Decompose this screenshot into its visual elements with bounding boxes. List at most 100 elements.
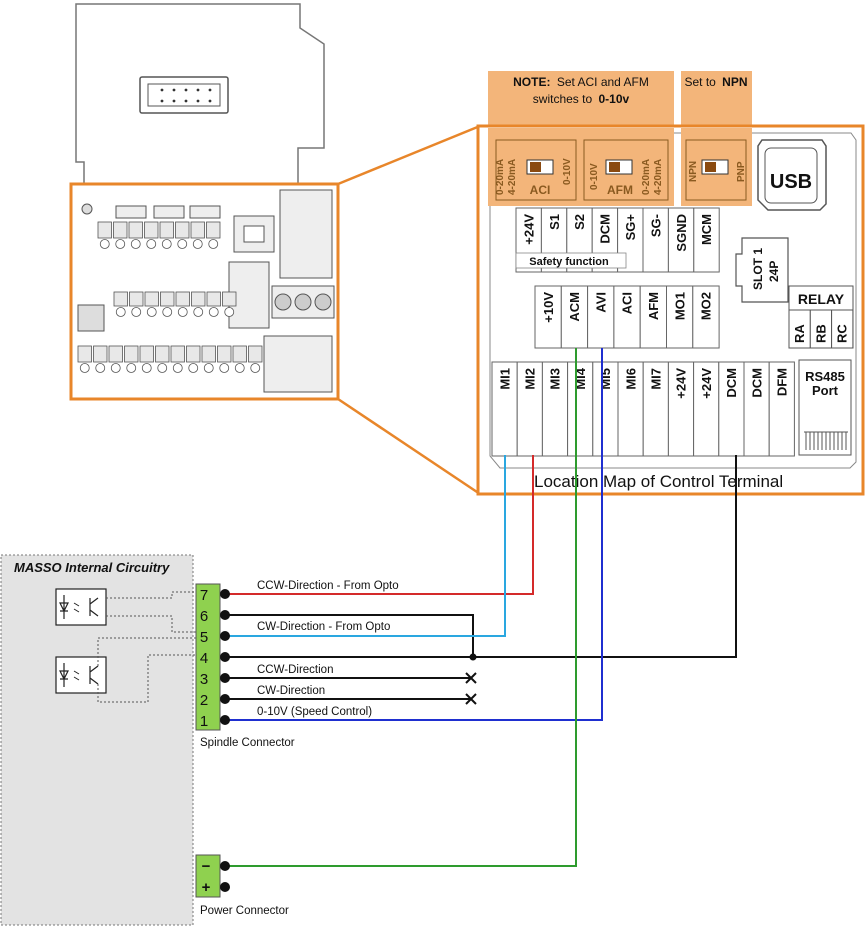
terminal-label-mo1: MO1 bbox=[672, 292, 687, 320]
afm-label-0-10v: 0-10V bbox=[589, 163, 600, 190]
usb-port: USB bbox=[757, 139, 827, 211]
slot-pins-label: 24P bbox=[767, 261, 781, 282]
terminal-cell-dcm bbox=[718, 361, 745, 457]
pnp-label: PNP bbox=[736, 161, 747, 182]
wire-label-pin1: 0-10V (Speed Control) bbox=[257, 706, 372, 718]
wire-pin4-black bbox=[225, 455, 737, 658]
power-connector: − + Power Connector bbox=[195, 854, 289, 917]
aci-label-0-20ma: 0-20mA bbox=[495, 159, 506, 195]
junction-dot bbox=[469, 653, 477, 661]
zoom-line-top bbox=[337, 124, 481, 186]
slot-label: SLOT 1 bbox=[751, 248, 765, 290]
terminal-label-plus24v: +24V bbox=[521, 214, 536, 245]
terminal-label-sgplus: SG+ bbox=[623, 214, 638, 241]
terminal-label-mo2: MO2 bbox=[699, 292, 714, 320]
thumbnail-terminal-rows bbox=[77, 221, 263, 373]
terminal-label-plus24v: +24V bbox=[674, 368, 689, 399]
relay-pin-cell-rc bbox=[831, 309, 854, 349]
terminal-label-mi2: MI2 bbox=[522, 368, 537, 390]
spindle-pin-1-terminal bbox=[220, 715, 230, 725]
rs485-port: RS485 Port bbox=[798, 359, 852, 456]
safety-function-label: Safety function bbox=[529, 256, 609, 268]
spindle-pin-3-label: 3 bbox=[200, 671, 208, 688]
slot-1: SLOT 1 24P bbox=[735, 237, 789, 303]
terminal-cell-sgplus bbox=[617, 207, 644, 273]
power-connector-caption: Power Connector bbox=[200, 905, 289, 917]
spindle-pin-6-label: 6 bbox=[200, 608, 208, 625]
wire-pin3-terminated bbox=[465, 672, 477, 684]
terminal-cell-avi bbox=[587, 285, 615, 349]
terminal-cell-mi7 bbox=[642, 361, 669, 457]
spindle-pin-4-terminal bbox=[220, 652, 230, 662]
terminal-cell-mi2 bbox=[516, 361, 543, 457]
aci-label-4-20ma: 4-20mA bbox=[507, 159, 518, 195]
relay-pin-rb: RB bbox=[813, 324, 828, 343]
note-aci-afm: NOTE: Set ACI and AFM switches to 0-10v bbox=[488, 71, 674, 128]
terminal-label-plus10v: +10V bbox=[541, 292, 556, 323]
terminal-cell-mi1 bbox=[491, 361, 518, 457]
terminal-label-sgminus: SG- bbox=[648, 214, 663, 237]
terminal-label-dcm: DCM bbox=[598, 214, 613, 244]
terminal-cell-dfm bbox=[768, 361, 795, 457]
power-plus-label: + bbox=[202, 879, 211, 896]
safety-function-bar bbox=[515, 252, 627, 269]
npn-note-text: Set to bbox=[684, 75, 716, 89]
power-minus-terminal bbox=[220, 861, 230, 871]
terminal-label-mi1: MI1 bbox=[497, 368, 512, 390]
wire-pin2-terminated bbox=[465, 693, 477, 705]
wires bbox=[225, 348, 737, 867]
terminal-cell-mcm bbox=[693, 207, 720, 273]
wire-label-pin3: CCW-Direction bbox=[257, 664, 333, 676]
terminal-label-aci: ACI bbox=[620, 292, 635, 314]
svg-text:NOTE: Set ACI and AFM: NOTE: Set ACI and AFM bbox=[513, 75, 649, 89]
spindle-pin-2-terminal bbox=[220, 694, 230, 704]
aci-afm-switch-area bbox=[488, 128, 674, 206]
terminal-cell-dcm bbox=[743, 361, 770, 457]
power-plus-terminal bbox=[220, 882, 230, 892]
usb-label: USB bbox=[770, 171, 812, 193]
wire-pin5-cyan bbox=[225, 455, 506, 637]
terminal-label-afm: AFM bbox=[646, 292, 661, 320]
wire-pin7-red bbox=[225, 455, 534, 595]
note-npn: Set to NPN bbox=[681, 71, 752, 128]
terminal-map: 0-20mA 4-20mA ACI 0-10V 0-10V AFM 0-20mA… bbox=[476, 124, 865, 496]
terminal-label-mcm: MCM bbox=[699, 214, 714, 245]
masso-title: MASSO Internal Circuitry bbox=[14, 560, 170, 575]
note-label: NOTE: bbox=[513, 75, 550, 89]
terminal-label-mi3: MI3 bbox=[548, 368, 563, 390]
terminal-label-mi5: MI5 bbox=[598, 368, 613, 390]
terminal-label-dcm: DCM bbox=[749, 368, 764, 398]
npn-note-value: NPN bbox=[722, 75, 747, 89]
terminal-label-sgnd: SGND bbox=[674, 214, 689, 252]
terminal-cell-aci bbox=[613, 285, 641, 349]
spindle-pin-2-label: 2 bbox=[200, 692, 208, 709]
terminal-cell-mi6 bbox=[617, 361, 644, 457]
masso-internal-circuitry: MASSO Internal Circuitry bbox=[0, 554, 197, 926]
wire-label-pin5: CW-Direction - From Opto bbox=[257, 621, 390, 633]
npn-pnp-switch: NPN PNP bbox=[688, 159, 747, 182]
drive-board bbox=[75, 3, 325, 185]
spindle-pin-6-terminal bbox=[220, 610, 230, 620]
relay-pin-ra: RA bbox=[792, 324, 807, 343]
spindle-pin-4-label: 4 bbox=[200, 650, 208, 667]
terminal-cell-acm bbox=[560, 285, 589, 349]
zoom-line-bottom bbox=[337, 397, 481, 496]
note-text2: switches to bbox=[533, 92, 593, 106]
terminal-label-s1: S1 bbox=[547, 214, 562, 230]
rs485-label: RS485 bbox=[805, 369, 845, 384]
control-board-thumbnail bbox=[69, 182, 340, 401]
optocoupler-1-icon bbox=[55, 588, 197, 633]
terminal-label-mi7: MI7 bbox=[648, 368, 663, 390]
terminal-label-s2: S2 bbox=[572, 214, 587, 230]
location-map-caption: Location Map of Control Terminal bbox=[534, 472, 783, 491]
spindle-pin-3-terminal bbox=[220, 673, 230, 683]
spindle-pin-7-label: 7 bbox=[200, 587, 208, 604]
wire-pin1-blue bbox=[225, 348, 603, 721]
terminal-cell-mo2 bbox=[692, 285, 720, 349]
note-text: Set ACI and AFM bbox=[557, 75, 649, 89]
terminal-label-plus24v: +24V bbox=[699, 368, 714, 399]
